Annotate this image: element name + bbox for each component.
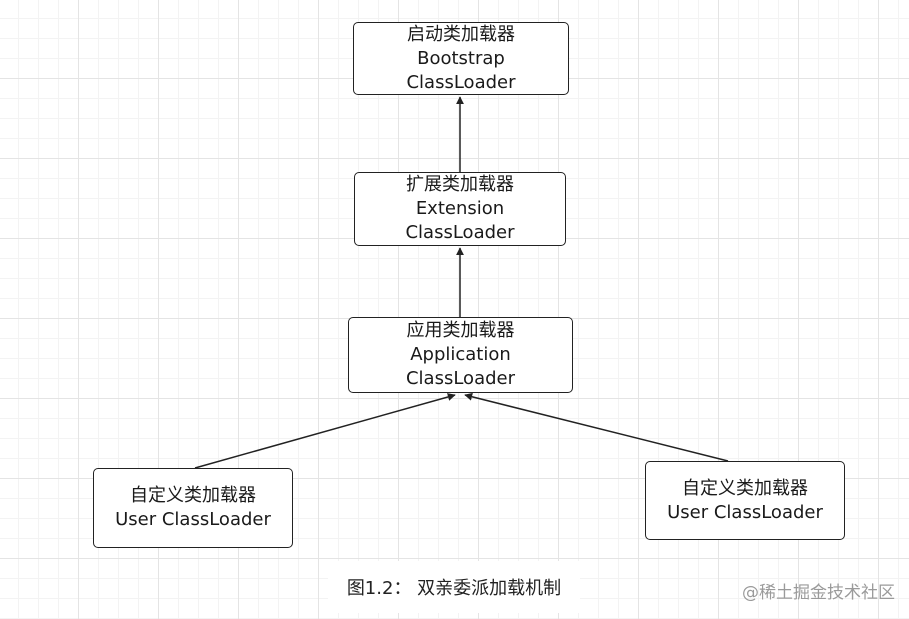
edge-user-left-to-application	[194, 393, 456, 469]
application-label-classloader: ClassLoader	[405, 368, 515, 389]
extension-label-cn: 扩展类加载器	[406, 174, 514, 195]
extension-label-classloader: ClassLoader	[405, 222, 515, 243]
extension-classloader-node: 扩展类加载器 Extension ClassLoader	[354, 172, 566, 246]
application-classloader-node: 应用类加载器 Application ClassLoader	[348, 317, 573, 393]
extension-label-en: Extension	[415, 198, 505, 219]
user-classloader-left-node: 自定义类加载器 User ClassLoader	[93, 468, 293, 548]
user-left-label-en: User ClassLoader	[115, 509, 271, 530]
application-label-cn: 应用类加载器	[406, 320, 515, 341]
bootstrap-label-cn: 启动类加载器	[407, 23, 515, 45]
user-right-label-en: User ClassLoader	[667, 501, 823, 523]
figure-caption: 图1.2： 双亲委派加载机制	[328, 561, 580, 613]
bootstrap-classloader-node: 启动类加载器 Bootstrap ClassLoader	[353, 22, 569, 95]
bootstrap-label-classloader: ClassLoader	[406, 71, 516, 93]
user-left-label-cn: 自定义类加载器	[130, 485, 256, 506]
bootstrap-label-en: Bootstrap	[417, 47, 505, 69]
application-label-en: Application	[410, 344, 511, 365]
watermark: @稀土掘金技术社区	[742, 583, 895, 603]
user-classloader-right-node: 自定义类加载器 User ClassLoader	[645, 461, 845, 540]
edge-user-right-to-application	[464, 392, 729, 462]
user-right-label-cn: 自定义类加载器	[682, 477, 808, 499]
